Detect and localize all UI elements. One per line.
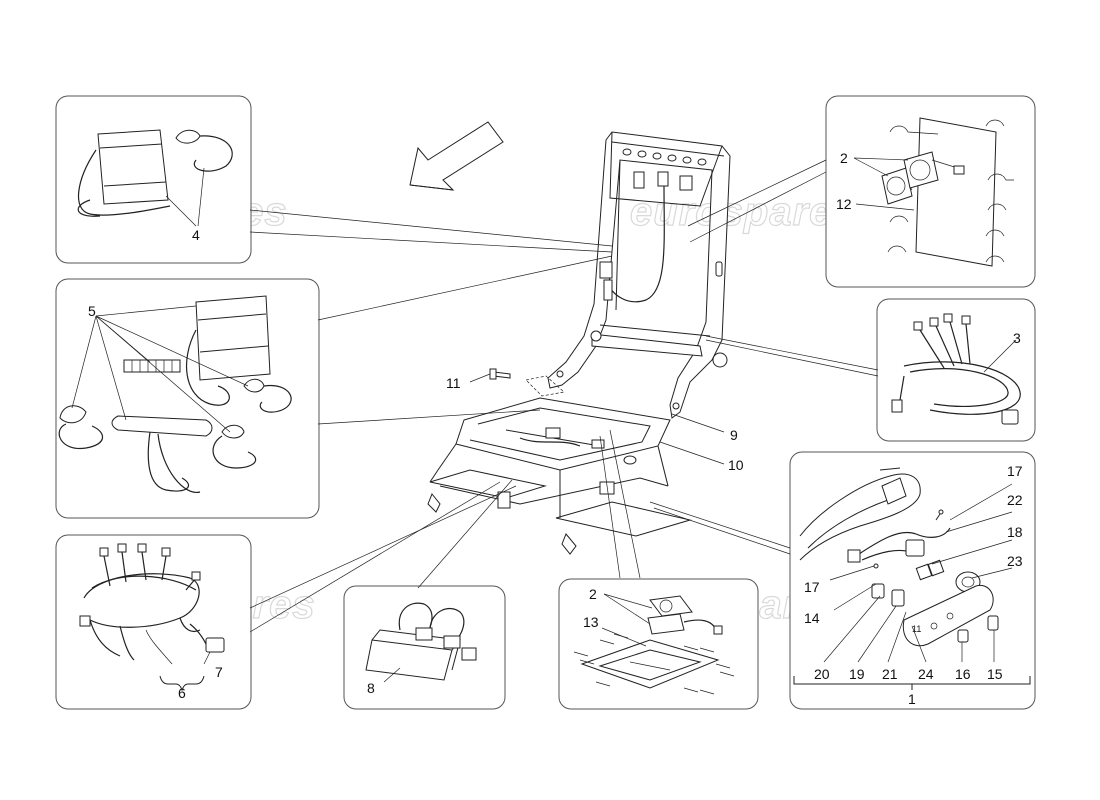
heater-sensor-kit <box>58 295 292 493</box>
leaders-2b-13 <box>599 429 653 647</box>
seat-switch-assembly: 11 <box>799 467 999 647</box>
seat-frame <box>427 131 731 555</box>
leaders-8 <box>383 479 513 683</box>
label-4: 4 <box>192 227 200 243</box>
callout-labels: 4 5 2 12 3 11 9 10 17 22 18 23 17 14 20 … <box>88 150 1023 707</box>
label-15: 15 <box>987 666 1003 682</box>
label-24: 24 <box>918 666 934 682</box>
label-23: 23 <box>1007 553 1023 569</box>
label-8: 8 <box>367 680 375 696</box>
label-22: 22 <box>1007 492 1023 508</box>
label-17-top: 17 <box>1007 463 1023 479</box>
label-16: 16 <box>955 666 971 682</box>
label-21: 21 <box>882 666 898 682</box>
leaders-1 <box>649 483 1031 690</box>
panel-wiring-harness <box>55 534 252 710</box>
label-2-bottom: 2 <box>589 586 597 602</box>
label-10: 10 <box>728 457 744 473</box>
label-17-bottom: 17 <box>804 579 820 595</box>
leaders-4 <box>165 167 613 253</box>
label-6: 6 <box>178 685 186 701</box>
leaders-2a-12 <box>687 157 915 243</box>
label-11: 11 <box>446 375 461 391</box>
cushion-fan-assembly <box>573 595 735 695</box>
label-13: 13 <box>583 614 599 630</box>
leaders-9-10-11 <box>469 373 725 465</box>
cushion-heater-pad <box>365 602 477 681</box>
direction-arrow-icon <box>409 121 504 191</box>
label-1: 1 <box>908 691 916 707</box>
leaders-6-7 <box>145 481 517 692</box>
backrest-heater-pad <box>77 129 233 217</box>
label-7: 7 <box>215 664 223 680</box>
main-wiring-harness <box>79 543 225 661</box>
label-20: 20 <box>814 666 830 682</box>
label-18: 18 <box>1007 524 1023 540</box>
switch-panel-marking: 11 <box>912 624 921 634</box>
label-12: 12 <box>836 196 852 212</box>
backrest-fan-assembly <box>881 117 1014 267</box>
label-19: 19 <box>849 666 865 682</box>
watermark-2: eurospares <box>630 190 856 234</box>
label-2-top: 2 <box>840 150 848 166</box>
harness-3 <box>705 313 1021 425</box>
label-3: 3 <box>1013 330 1021 346</box>
label-5: 5 <box>88 303 96 319</box>
label-9: 9 <box>730 427 738 443</box>
label-14: 14 <box>804 610 820 626</box>
leaders-5 <box>71 255 613 433</box>
